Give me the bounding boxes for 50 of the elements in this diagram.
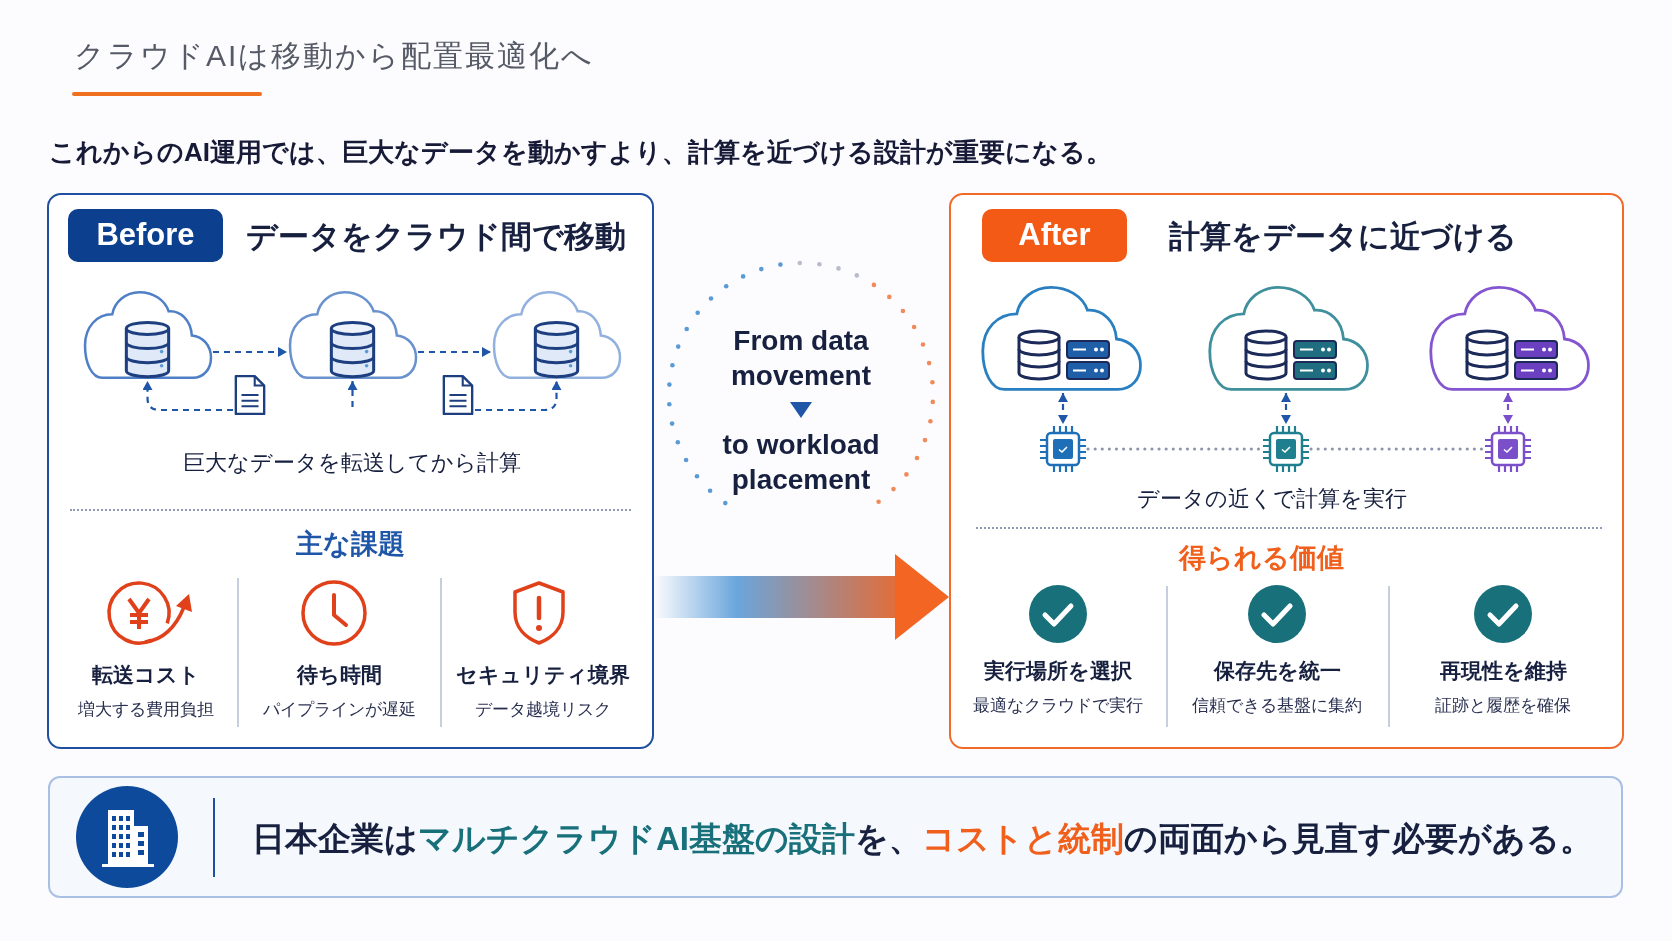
section-heading: 得られる価値 xyxy=(1178,542,1344,576)
dashed-arrow xyxy=(347,381,358,407)
flow-caption: データの近くで計算を実行 xyxy=(1137,485,1407,513)
document-icon xyxy=(441,374,475,416)
tag-badge: Before xyxy=(68,209,223,262)
transition-text: to workload placement xyxy=(721,428,881,497)
dashed-arrow xyxy=(475,381,562,412)
cloud-shape xyxy=(82,290,213,381)
cloud-shape xyxy=(491,290,622,381)
transition-text: From data movement xyxy=(729,324,872,393)
chip-icon xyxy=(1483,424,1533,474)
page-title: クラウドAIは移動から配置最適化へ xyxy=(74,38,595,75)
flow-caption: 巨大なデータを転送してから計算 xyxy=(183,449,521,477)
comparison-panel xyxy=(949,193,1624,749)
dashed-arrow xyxy=(213,347,287,357)
summary-banner xyxy=(48,776,1623,898)
block-arrow xyxy=(654,554,949,640)
item-description: パイプラインが遅延 xyxy=(262,699,416,721)
dotted-line xyxy=(1086,447,1263,451)
item-title: 保存先を統一 xyxy=(1213,657,1341,684)
item-title: 実行場所を選択 xyxy=(984,657,1132,684)
section-heading: 主な課題 xyxy=(295,528,405,562)
dashed-arrow xyxy=(142,381,233,412)
comparison-panel xyxy=(47,193,654,749)
item-description: 増大する費用負担 xyxy=(78,699,214,721)
document-icon xyxy=(233,374,267,416)
double-arrow xyxy=(1281,393,1291,424)
cloud-shape xyxy=(979,285,1143,393)
item-description: 信頼できる基盤に集約 xyxy=(1192,695,1362,717)
panel-heading: データをクラウド間で移動 xyxy=(246,217,626,256)
item-title: 再現性を維持 xyxy=(1439,657,1567,684)
lead-text: これからのAI運用では、巨大なデータを動かすより、計算を近づける設計が重要になる。 xyxy=(49,135,1112,169)
item-description: データ越境リスク xyxy=(475,699,611,721)
cloud-shape xyxy=(287,290,418,381)
panel-heading: 計算をデータに近づける xyxy=(1169,217,1517,256)
dotted-line xyxy=(1309,447,1485,451)
item-description: 証跡と履歴を確保 xyxy=(1435,695,1571,717)
double-arrow xyxy=(1058,393,1068,424)
item-title: セキュリティ境界 xyxy=(456,661,630,688)
dashed-arrow xyxy=(418,347,491,357)
item-title: 待ち時間 xyxy=(296,661,382,688)
item-description: 最適なクラウドで実行 xyxy=(973,695,1143,717)
item-title: 転送コスト xyxy=(92,661,200,688)
banner-text: 日本企業はマルチクラウドAI基盤の設計を、コストと統制の両面から見直す必要がある。 xyxy=(252,819,1593,860)
cloud-shape xyxy=(1206,285,1370,393)
cloud-shape xyxy=(1427,285,1591,393)
tag-badge: After xyxy=(982,209,1127,262)
chip-icon xyxy=(1038,424,1088,474)
double-arrow xyxy=(1503,393,1513,424)
chip-icon xyxy=(1261,424,1311,474)
